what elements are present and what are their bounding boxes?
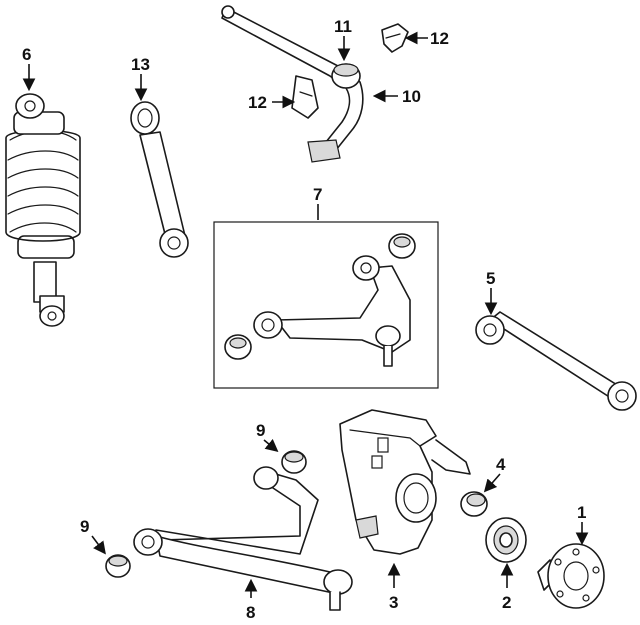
- callout-7: 7: [313, 185, 322, 204]
- callout-13: 13: [131, 55, 150, 74]
- lower-arm-bushing-upper-part: [281, 450, 307, 474]
- callout-4: 4: [496, 455, 506, 474]
- stabilizer-link-part: [130, 101, 189, 258]
- shock-absorber-part: [5, 93, 81, 327]
- callout-5: 5: [486, 269, 495, 288]
- callout-6: 6: [22, 45, 31, 64]
- callout-10: 10: [402, 87, 421, 106]
- wheel-hub-part: [537, 543, 605, 609]
- callout-8: 8: [246, 603, 255, 622]
- steering-knuckle-part: [339, 409, 471, 555]
- callout-12-lower: 12: [248, 93, 267, 112]
- lower-control-arm-part: [133, 466, 353, 611]
- callout-9-lower: 9: [80, 517, 89, 536]
- callout-9-upper: 9: [256, 421, 265, 440]
- bushing-bracket-lower-part: [291, 75, 319, 119]
- wheel-bearing-part: [485, 517, 527, 563]
- callout-1: 1: [577, 503, 586, 522]
- callout-labels: 6 13 11 12 12 10 7 5 9 9 4 1 2 3 8: [22, 17, 586, 622]
- knuckle-bushing-part: [460, 491, 488, 517]
- callout-3: 3: [389, 593, 398, 612]
- lower-arm-bushing-lower-part: [105, 554, 131, 578]
- callout-11: 11: [334, 17, 352, 36]
- lateral-link-part: [475, 311, 637, 411]
- callout-leaders: [22, 31, 589, 598]
- callout-2: 2: [502, 593, 511, 612]
- upper-control-arm-part: [224, 233, 416, 367]
- callout-12-upper: 12: [430, 29, 449, 48]
- bushing-bracket-upper-part: [381, 23, 409, 53]
- upper-control-arm-box: [213, 221, 439, 389]
- stabilizer-bushing-part: [331, 63, 361, 89]
